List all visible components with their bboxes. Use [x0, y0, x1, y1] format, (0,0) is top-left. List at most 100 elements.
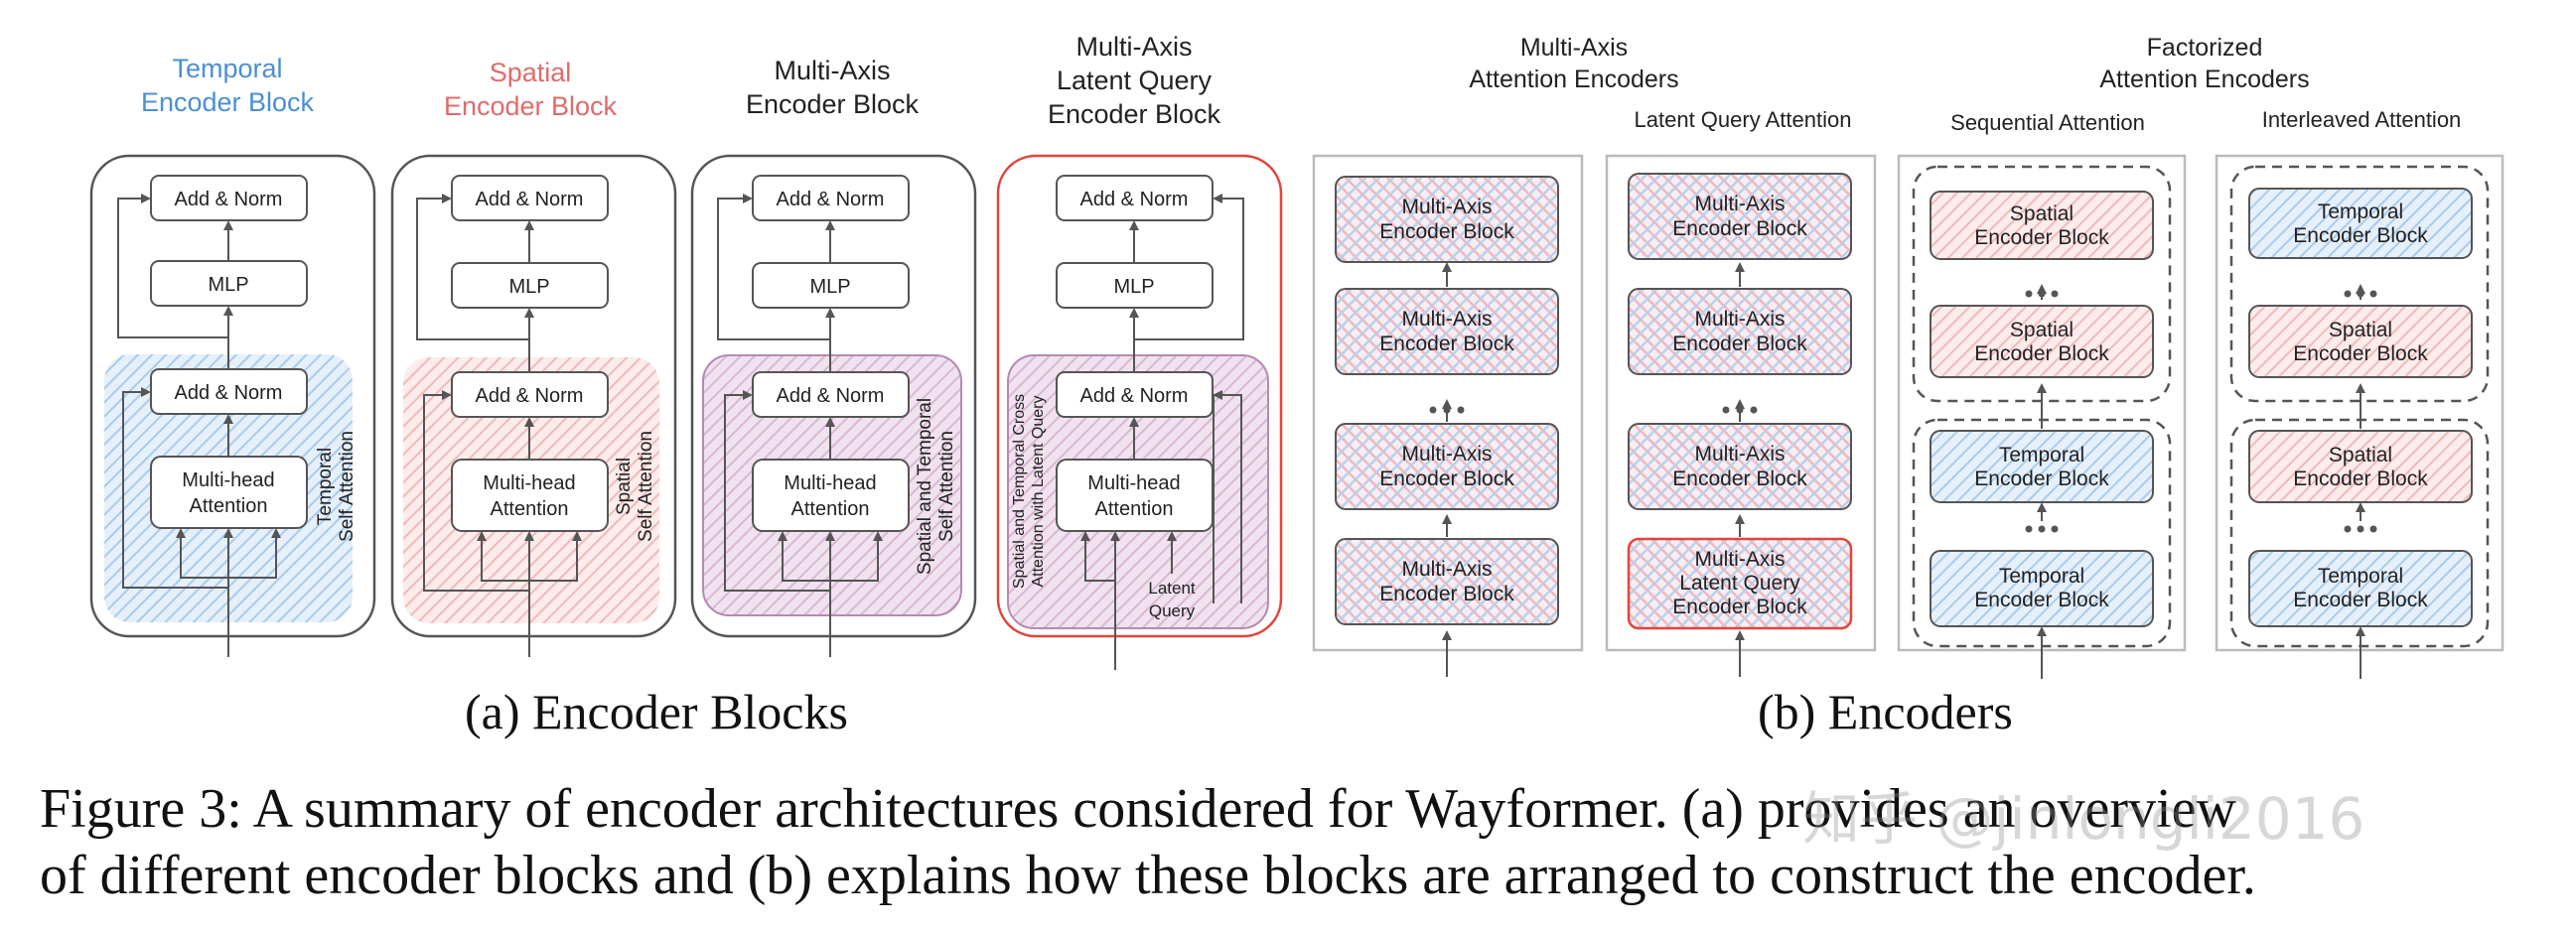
multi-head-attention-box: [752, 459, 910, 532]
connection-arrows: [717, 194, 883, 657]
add-norm-label: Add & Norm: [777, 189, 885, 210]
block-label-2: Encoder Block: [1672, 217, 1807, 240]
ellipsis-dots: [1722, 406, 1758, 414]
multi-head-attention-box: [451, 459, 609, 532]
block-label: Spatial: [2329, 319, 2392, 341]
factorized-encoders-header-2: Attention Encoders: [2099, 66, 2309, 93]
ellipsis-dots: [2344, 290, 2377, 298]
block-label: Spatial: [2329, 444, 2392, 466]
block-label: Temporal: [1999, 444, 2084, 466]
latent-query-label: Latent: [1148, 579, 1196, 598]
multi-axis-encoder-block: [1335, 176, 1559, 263]
multi-head-attention-box: [1056, 459, 1214, 532]
block-label: Multi-Axis: [1694, 193, 1785, 215]
temporal-encoder-block: [1930, 550, 2154, 627]
ellipsis-dots: [2025, 290, 2059, 298]
mha-label: Multi-head: [784, 472, 876, 494]
multi-axis-block-title-2: Encoder Block: [746, 89, 920, 119]
multi-axis-encoder-block: [1628, 173, 1852, 260]
multi-axis-encoder-stack: Multi-Axis Encoder Block Multi-Axis Enco…: [1312, 154, 1584, 677]
multi-axis-encoder-block: [1628, 423, 1852, 510]
mha-label: Multi-head: [182, 469, 274, 491]
add-norm-label: Add & Norm: [175, 189, 283, 210]
subcaption-a: (a) Encoder Blocks: [465, 684, 848, 739]
figure-caption-line-2: of different encoder blocks and (b) expl…: [40, 845, 2256, 906]
block-label: Temporal: [2318, 200, 2403, 223]
multi-head-attention-box: [150, 456, 308, 529]
temporal-encoder-block: [2248, 550, 2473, 627]
multi-axis-encoders-header: Multi-Axis: [1520, 34, 1628, 62]
interleaved-group-top: [2229, 165, 2490, 403]
figure-caption-line-1: Figure 3: A summary of encoder architect…: [40, 778, 2236, 840]
block-label-2: Encoder Block: [2293, 589, 2428, 611]
subcaption-b: (b) Encoders: [1758, 684, 2013, 739]
block-label-2: Latent Query: [1679, 572, 1800, 595]
mha-label: Multi-head: [1087, 472, 1180, 494]
block-label-2: Encoder Block: [2293, 467, 2428, 490]
watermark: 知乎 @jinlongli2016: [1802, 785, 2365, 853]
spatial-block-title: Spatial: [490, 58, 572, 87]
multi-axis-side-label-2: Self Attention: [936, 431, 957, 542]
block-label: Multi-Axis: [1694, 308, 1785, 331]
block-label-2: Encoder Block: [2293, 342, 2428, 365]
block-label-2: Encoder Block: [1974, 467, 2109, 490]
spatial-side-label: Spatial: [614, 458, 635, 515]
connection-arrows: [117, 194, 281, 657]
mha-label: Multi-head: [483, 472, 575, 494]
mha-label-2: Attention: [491, 498, 569, 520]
connection-arrows: [1080, 194, 1244, 670]
spatial-encoder-block: [1930, 305, 2154, 378]
temporal-side-label: Temporal: [315, 448, 336, 525]
latent-side-label: Spatial and Temporal Cross: [1011, 394, 1028, 589]
multi-axis-block-title: Multi-Axis: [774, 56, 890, 85]
spatial-encoder-block: Spatial Encoder Block Add & Norm MLP Add…: [390, 58, 677, 657]
multi-axis-encoder-block: [1335, 538, 1559, 625]
block-label-2: Encoder Block: [1672, 467, 1807, 490]
add-norm-label: Add & Norm: [175, 382, 283, 404]
block-label-2: Encoder Block: [1974, 226, 2109, 249]
add-norm-label: Add & Norm: [777, 385, 885, 407]
temporal-encoder-block: [2248, 188, 2473, 259]
add-norm-label: Add & Norm: [1080, 189, 1189, 210]
multi-axis-encoder-block: [1335, 288, 1559, 375]
spatial-encoder-block: [2248, 305, 2473, 378]
temporal-block-title: Temporal: [172, 54, 282, 83]
spatial-encoder-block: [2248, 430, 2473, 503]
block-label: Multi-Axis: [1401, 308, 1492, 331]
add-norm-label: Add & Norm: [476, 385, 584, 407]
block-label-2: Encoder Block: [1672, 333, 1807, 355]
latent-query-attention-label: Latent Query Attention: [1635, 107, 1852, 132]
sequential-attention-encoder-stack: Spatial Encoder Block Spatial Encoder Bl…: [1897, 154, 2187, 679]
multi-axis-latent-query-encoder-block: Multi-Axis Latent Query Encoder Block Ad…: [996, 32, 1283, 670]
mha-label-2: Attention: [190, 495, 268, 517]
multi-axis-encoders-header-2: Attention Encoders: [1469, 66, 1678, 93]
mlp-label: MLP: [508, 276, 549, 298]
block-label-2: Encoder Block: [1379, 220, 1514, 243]
block-label-2: Encoder Block: [1379, 333, 1514, 355]
ellipsis-dots: [2344, 525, 2377, 533]
ellipsis-dots: [2025, 525, 2059, 533]
spatial-block-title-2: Encoder Block: [444, 91, 618, 121]
block-label: Spatial: [2010, 202, 2074, 225]
add-norm-label: Add & Norm: [476, 189, 584, 210]
sequential-attention-label: Sequential Attention: [1950, 110, 2145, 135]
block-label: Multi-Axis: [1401, 558, 1492, 581]
spatial-group: [1912, 165, 2172, 403]
block-label-2: Encoder Block: [2293, 224, 2428, 247]
latent-block-title-2: Latent Query: [1057, 66, 1213, 95]
mlp-label: MLP: [208, 274, 248, 296]
block-label: Multi-Axis: [1401, 443, 1492, 466]
multi-axis-encoder-block: [1335, 423, 1559, 510]
temporal-encoder-block: Temporal Encoder Block Add & Norm MLP Ad…: [89, 54, 376, 657]
factorized-encoders-header: Factorized: [2147, 34, 2263, 62]
add-norm-label: Add & Norm: [1080, 385, 1189, 407]
block-label: Spatial: [2010, 319, 2074, 341]
spatial-side-label-2: Self Attention: [636, 431, 656, 542]
ellipsis-dots: [1429, 406, 1465, 414]
connection-arrows: [416, 194, 582, 657]
temporal-block-title-2: Encoder Block: [141, 87, 315, 117]
block-label-2: Encoder Block: [1974, 589, 2109, 611]
mha-label-2: Attention: [1095, 498, 1174, 520]
latent-query-label-2: Query: [1149, 601, 1196, 620]
block-label: Temporal: [2318, 565, 2403, 588]
